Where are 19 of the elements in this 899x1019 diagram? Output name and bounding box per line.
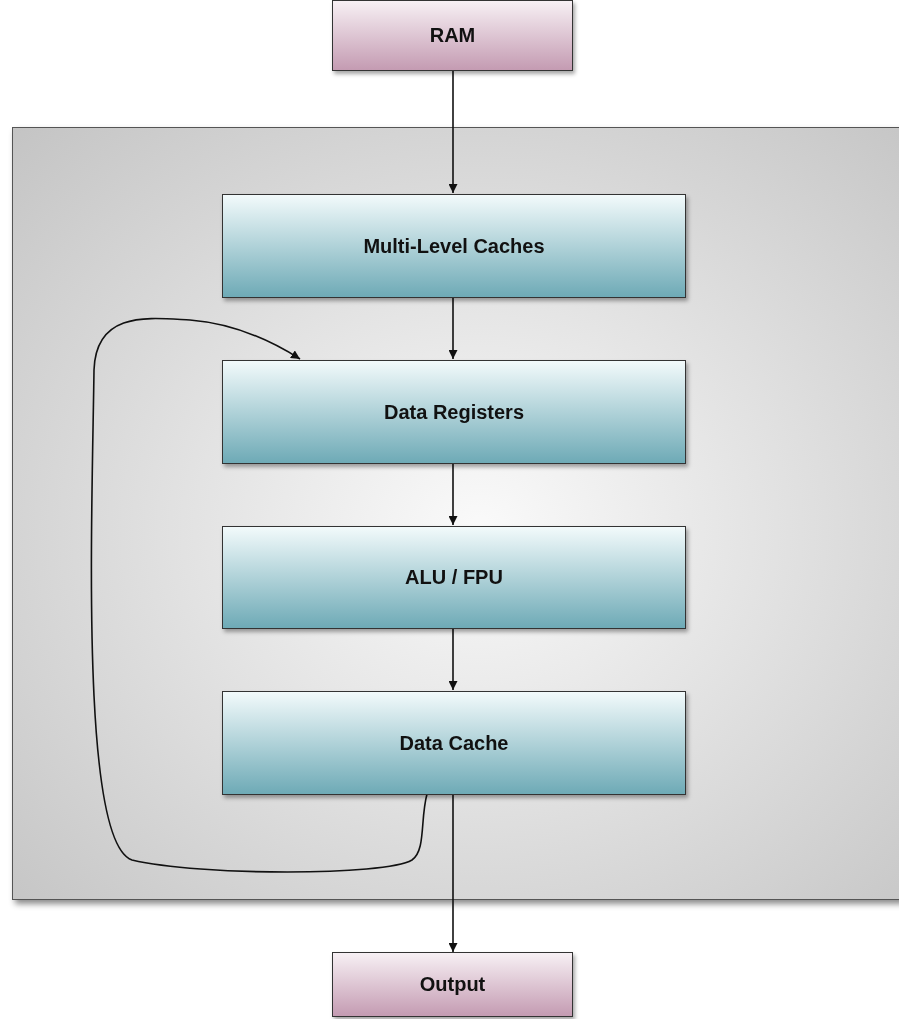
box-label: ALU / FPU <box>405 566 503 589</box>
process-box <box>222 526 686 629</box>
arrow <box>448 296 458 360</box>
box-label: RAM <box>429 24 476 47</box>
io-box <box>332 952 573 1017</box>
arrow <box>448 70 458 194</box>
process-box <box>222 194 686 298</box>
box-label: Output <box>419 973 486 996</box>
box-label: Data Registers <box>383 400 525 424</box>
process-box <box>222 360 686 464</box>
processor-panel <box>12 127 899 900</box>
arrow <box>448 793 458 953</box>
arrow <box>448 462 458 526</box>
arrow <box>90 317 428 873</box>
box-label: Multi-Level Caches <box>363 234 545 258</box>
io-box <box>332 0 573 71</box>
box-label: Data Cache <box>399 731 509 755</box>
process-box <box>222 691 686 795</box>
arrow <box>448 627 458 691</box>
